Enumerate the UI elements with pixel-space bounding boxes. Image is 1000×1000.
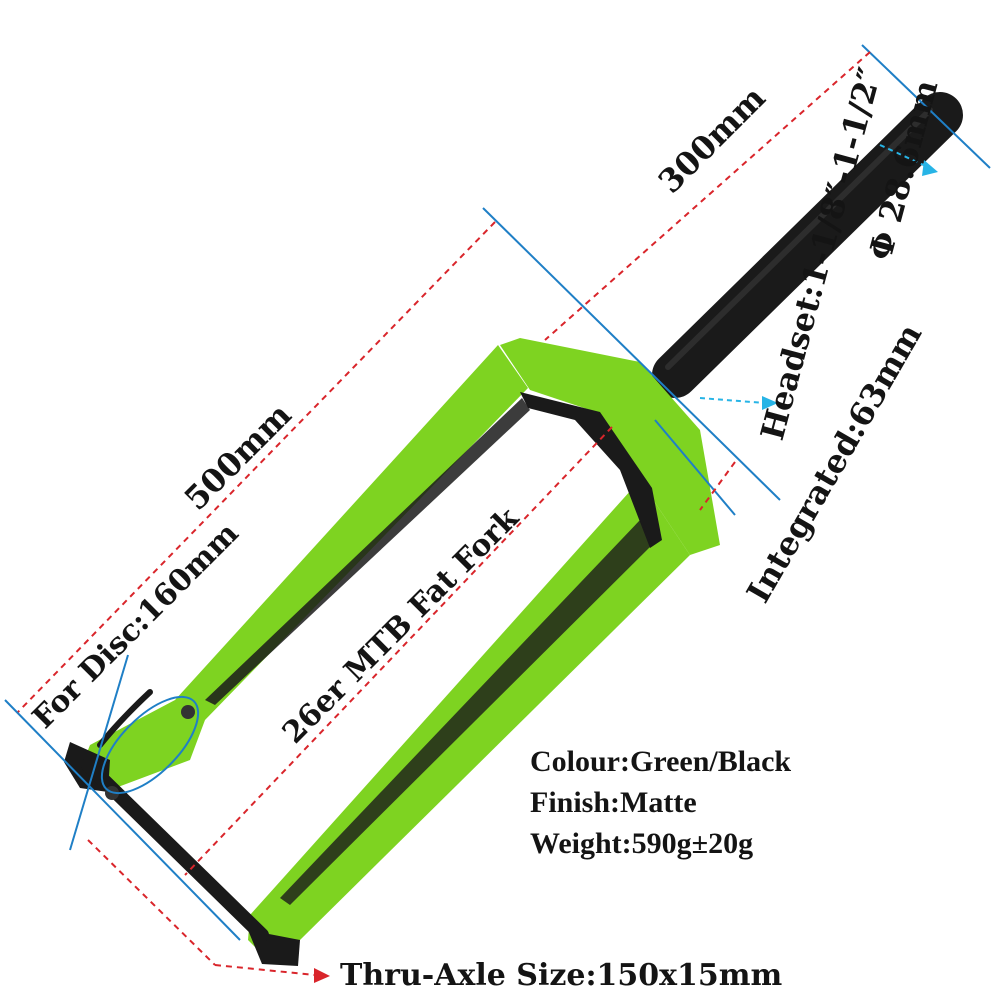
dimension-lines-blue [4,44,991,941]
cyan-arrows [699,144,931,404]
thru-axle-label: Thru-Axle Size:150x15mm [340,958,783,993]
steerer-length-label: 300mm [651,79,773,201]
thru-axle-arrowhead [314,968,330,983]
steerer-tube [652,92,963,398]
dimension-lines-red [17,51,871,976]
spec-weight: Weight:590g±20g [530,827,754,860]
fork-body [64,338,720,966]
fork-length-label: 500mm [177,396,299,518]
spec-colour: Colour:Green/Black [530,745,792,778]
spec-finish: Finish:Matte [530,786,697,819]
steerer-arrowhead [922,160,938,176]
disc-mount-ring [100,695,200,795]
headset-arrowhead [762,396,778,410]
integrated-label: Integrated:63mm [739,317,929,609]
